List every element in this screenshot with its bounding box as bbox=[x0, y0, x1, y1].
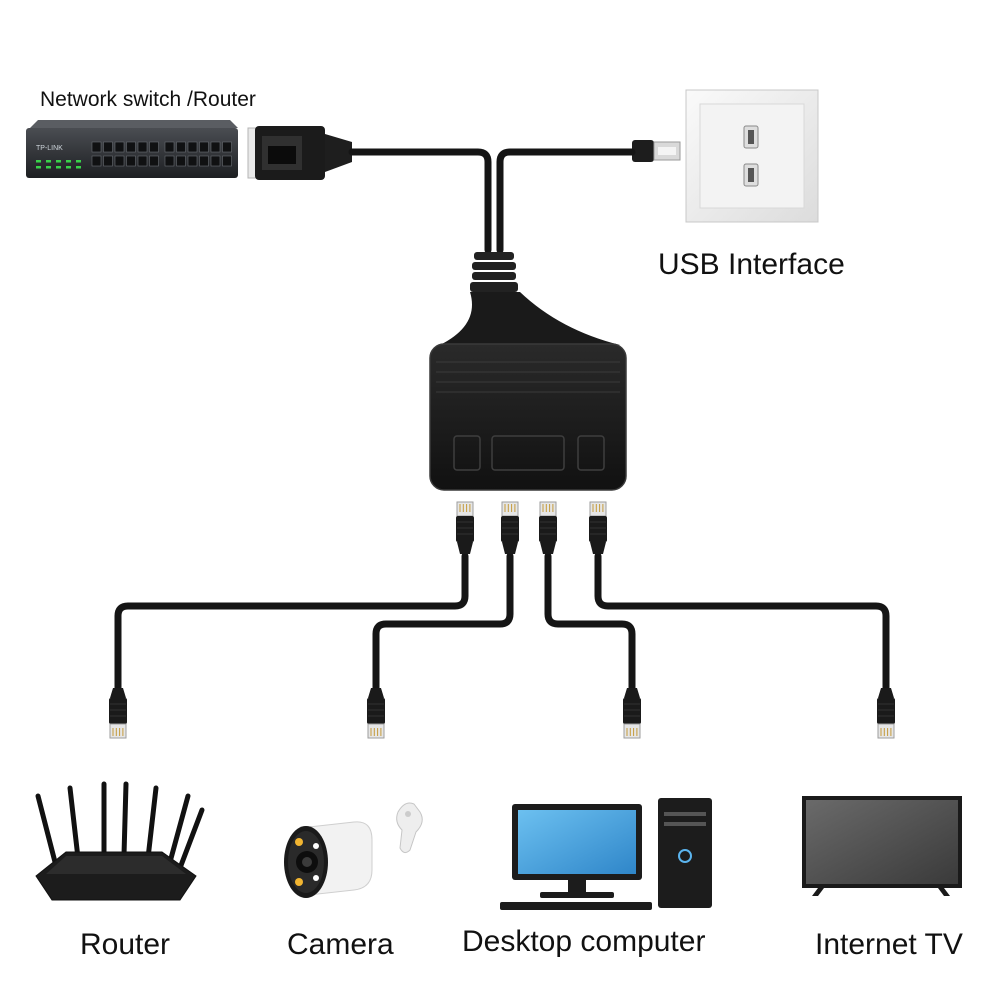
wifi-router-icon bbox=[35, 781, 205, 901]
internet-tv-label: Internet TV bbox=[815, 928, 963, 961]
switch-port bbox=[187, 155, 198, 167]
switch-port bbox=[103, 141, 113, 153]
switch-port bbox=[199, 141, 209, 153]
switch-port bbox=[164, 155, 175, 167]
switch-port bbox=[114, 155, 125, 167]
camera-label: Camera bbox=[287, 928, 394, 961]
switch-led bbox=[46, 166, 51, 169]
ethernet-splitter-icon bbox=[429, 252, 627, 491]
switch-port bbox=[114, 141, 125, 153]
usb-wall-socket-icon bbox=[685, 89, 819, 223]
rj45-plug-icon bbox=[501, 501, 519, 554]
switch-port bbox=[210, 155, 221, 167]
rj45-plug-icon bbox=[367, 688, 385, 739]
switch-led bbox=[66, 160, 71, 163]
switch-led bbox=[36, 166, 41, 169]
rj45-plug-icon bbox=[539, 501, 557, 554]
rj45-plug-icon bbox=[877, 688, 895, 739]
switch-led bbox=[56, 160, 61, 163]
usb-plug-icon bbox=[632, 140, 681, 162]
rj45-coupler-icon bbox=[247, 126, 352, 180]
switch-port bbox=[149, 141, 159, 153]
switch-port bbox=[91, 155, 102, 167]
switch-port bbox=[199, 155, 209, 167]
switch-led bbox=[46, 160, 51, 163]
rj45-plug-icon bbox=[589, 501, 607, 554]
switch-port bbox=[222, 141, 232, 153]
network-switch-icon: TP-LINK bbox=[26, 120, 238, 178]
switch-led bbox=[76, 166, 81, 169]
switch-port bbox=[187, 141, 198, 153]
switch-port bbox=[137, 141, 148, 153]
switch-port bbox=[126, 141, 136, 153]
switch-led bbox=[56, 166, 61, 169]
switch-port bbox=[210, 141, 221, 153]
network-switch-label: Network switch /Router bbox=[40, 88, 256, 111]
rj45-plug-icon bbox=[109, 688, 127, 739]
router-label: Router bbox=[80, 928, 171, 961]
switch-port bbox=[176, 141, 186, 153]
switch-port bbox=[126, 155, 136, 167]
switch-led bbox=[36, 160, 41, 163]
desktop-computer-label: Desktop computer bbox=[462, 925, 706, 958]
usb-interface-label: USB Interface bbox=[658, 248, 845, 281]
switch-brand: TP-LINK bbox=[36, 145, 63, 152]
switch-port bbox=[222, 155, 232, 167]
switch-led bbox=[66, 166, 71, 169]
switch-port bbox=[164, 141, 175, 153]
desktop-computer-icon bbox=[500, 798, 712, 910]
security-camera-icon bbox=[284, 802, 423, 898]
rj45-plug-icon bbox=[456, 501, 474, 554]
rj45-plug-icon bbox=[623, 688, 641, 739]
switch-port bbox=[137, 155, 148, 167]
switch-port bbox=[176, 155, 186, 167]
rj45-plugs bbox=[109, 501, 895, 739]
switch-port bbox=[149, 155, 159, 167]
switch-led bbox=[76, 160, 81, 163]
switch-port bbox=[103, 155, 113, 167]
switch-port bbox=[91, 141, 102, 153]
internet-tv-icon bbox=[802, 796, 962, 896]
cables bbox=[114, 148, 890, 694]
